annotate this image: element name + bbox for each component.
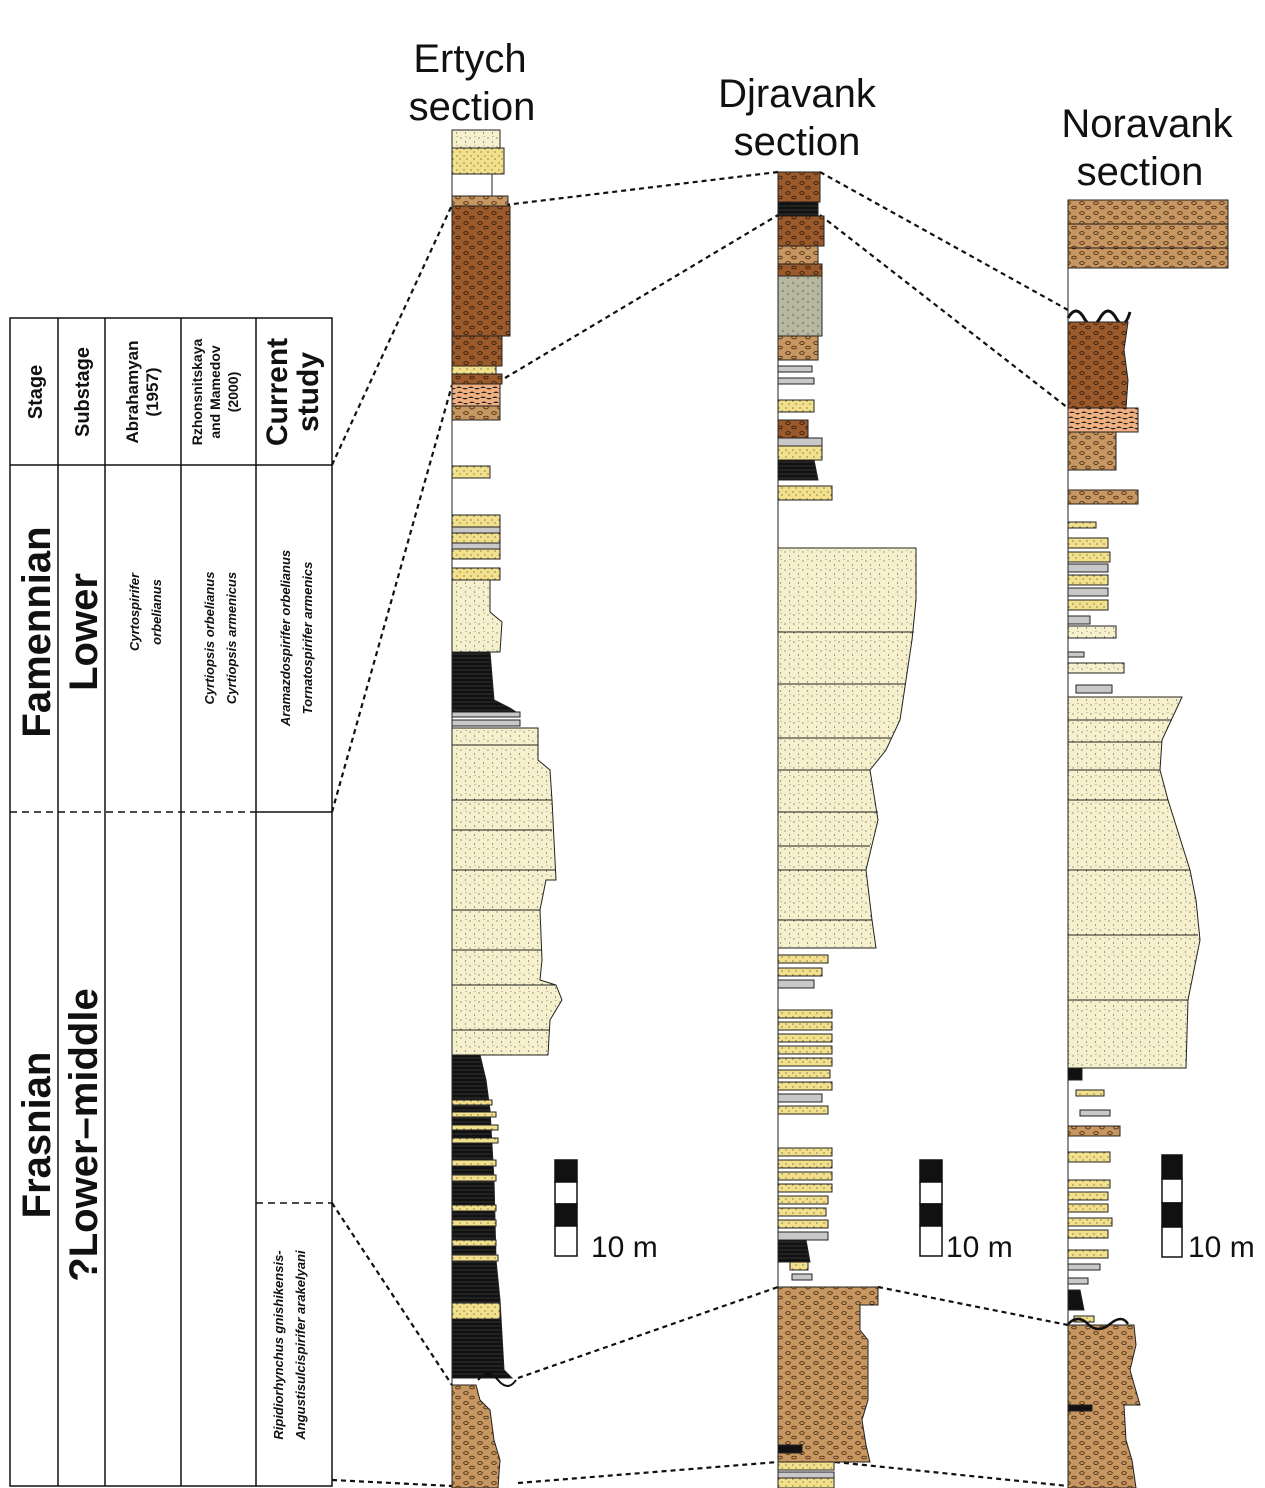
header-rzhonsnitskaya-line2: and Mamedov <box>207 345 223 439</box>
header-rzhonsnitskaya-line3: (2000) <box>225 372 241 412</box>
section-title-djravank-line2: section <box>734 120 861 164</box>
current-famennian-line1: Aramazdospirifer orbelianus <box>278 550 293 727</box>
header-stage: Stage <box>25 365 47 419</box>
current-frasnian-line2: Angustisulcispirifer arakelyani <box>293 1250 308 1441</box>
djravank-column <box>777 171 917 1488</box>
noravank-column <box>1066 199 1229 1488</box>
rzh-famennian-line2: Cyrtiopsis armenicus <box>224 572 239 704</box>
scale-label-djravank: 10 m <box>946 1231 1013 1264</box>
abrahamyan-famennian-line2: orbelianus <box>149 579 164 645</box>
section-title-noravank-line1: Noravank <box>1061 102 1233 146</box>
header-rzhonsnitskaya-line1: Rzhonsnitskaya <box>189 338 205 445</box>
abrahamyan-famennian-line1: Cyrtospirifer <box>127 572 142 651</box>
scale-bar-ertych <box>554 1159 578 1257</box>
current-famennian-line2: Tornatospirifer armenics <box>300 562 315 715</box>
substage-lower: Lower <box>62 573 106 691</box>
section-title-ertych-line2: section <box>409 85 536 129</box>
header-abrahamyan-line2: (1957) <box>143 367 162 416</box>
scale-label-noravank: 10 m <box>1188 1231 1255 1264</box>
scale-bar-djravank <box>919 1159 943 1257</box>
stratigraphic-table <box>9 317 333 1487</box>
header-current-line2: study <box>292 352 325 432</box>
section-title-djravank-line1: Djravank <box>718 72 877 116</box>
header-substage: Substage <box>72 347 94 437</box>
ertych-column <box>451 129 563 1488</box>
scale-label-ertych: 10 m <box>591 1231 658 1264</box>
stage-frasnian: Frasnian <box>15 1052 59 1219</box>
rzh-famennian-line1: Cyrtiopsis orbelianus <box>202 572 217 705</box>
header-abrahamyan-line1: Abrahamyan <box>123 341 142 444</box>
current-frasnian-line1: Ripidiorhynchus gnishikensis- <box>271 1250 286 1439</box>
header-current-line1: Current <box>261 338 294 446</box>
substage-lower-middle: ?Lower–middle <box>62 988 106 1281</box>
correlation-lines <box>330 170 1069 1488</box>
section-title-ertych-line1: Ertych <box>413 37 526 81</box>
scale-bar-noravank <box>1161 1154 1183 1258</box>
stage-famennian: Famennian <box>15 526 59 737</box>
section-title-noravank-line2: section <box>1077 150 1204 194</box>
